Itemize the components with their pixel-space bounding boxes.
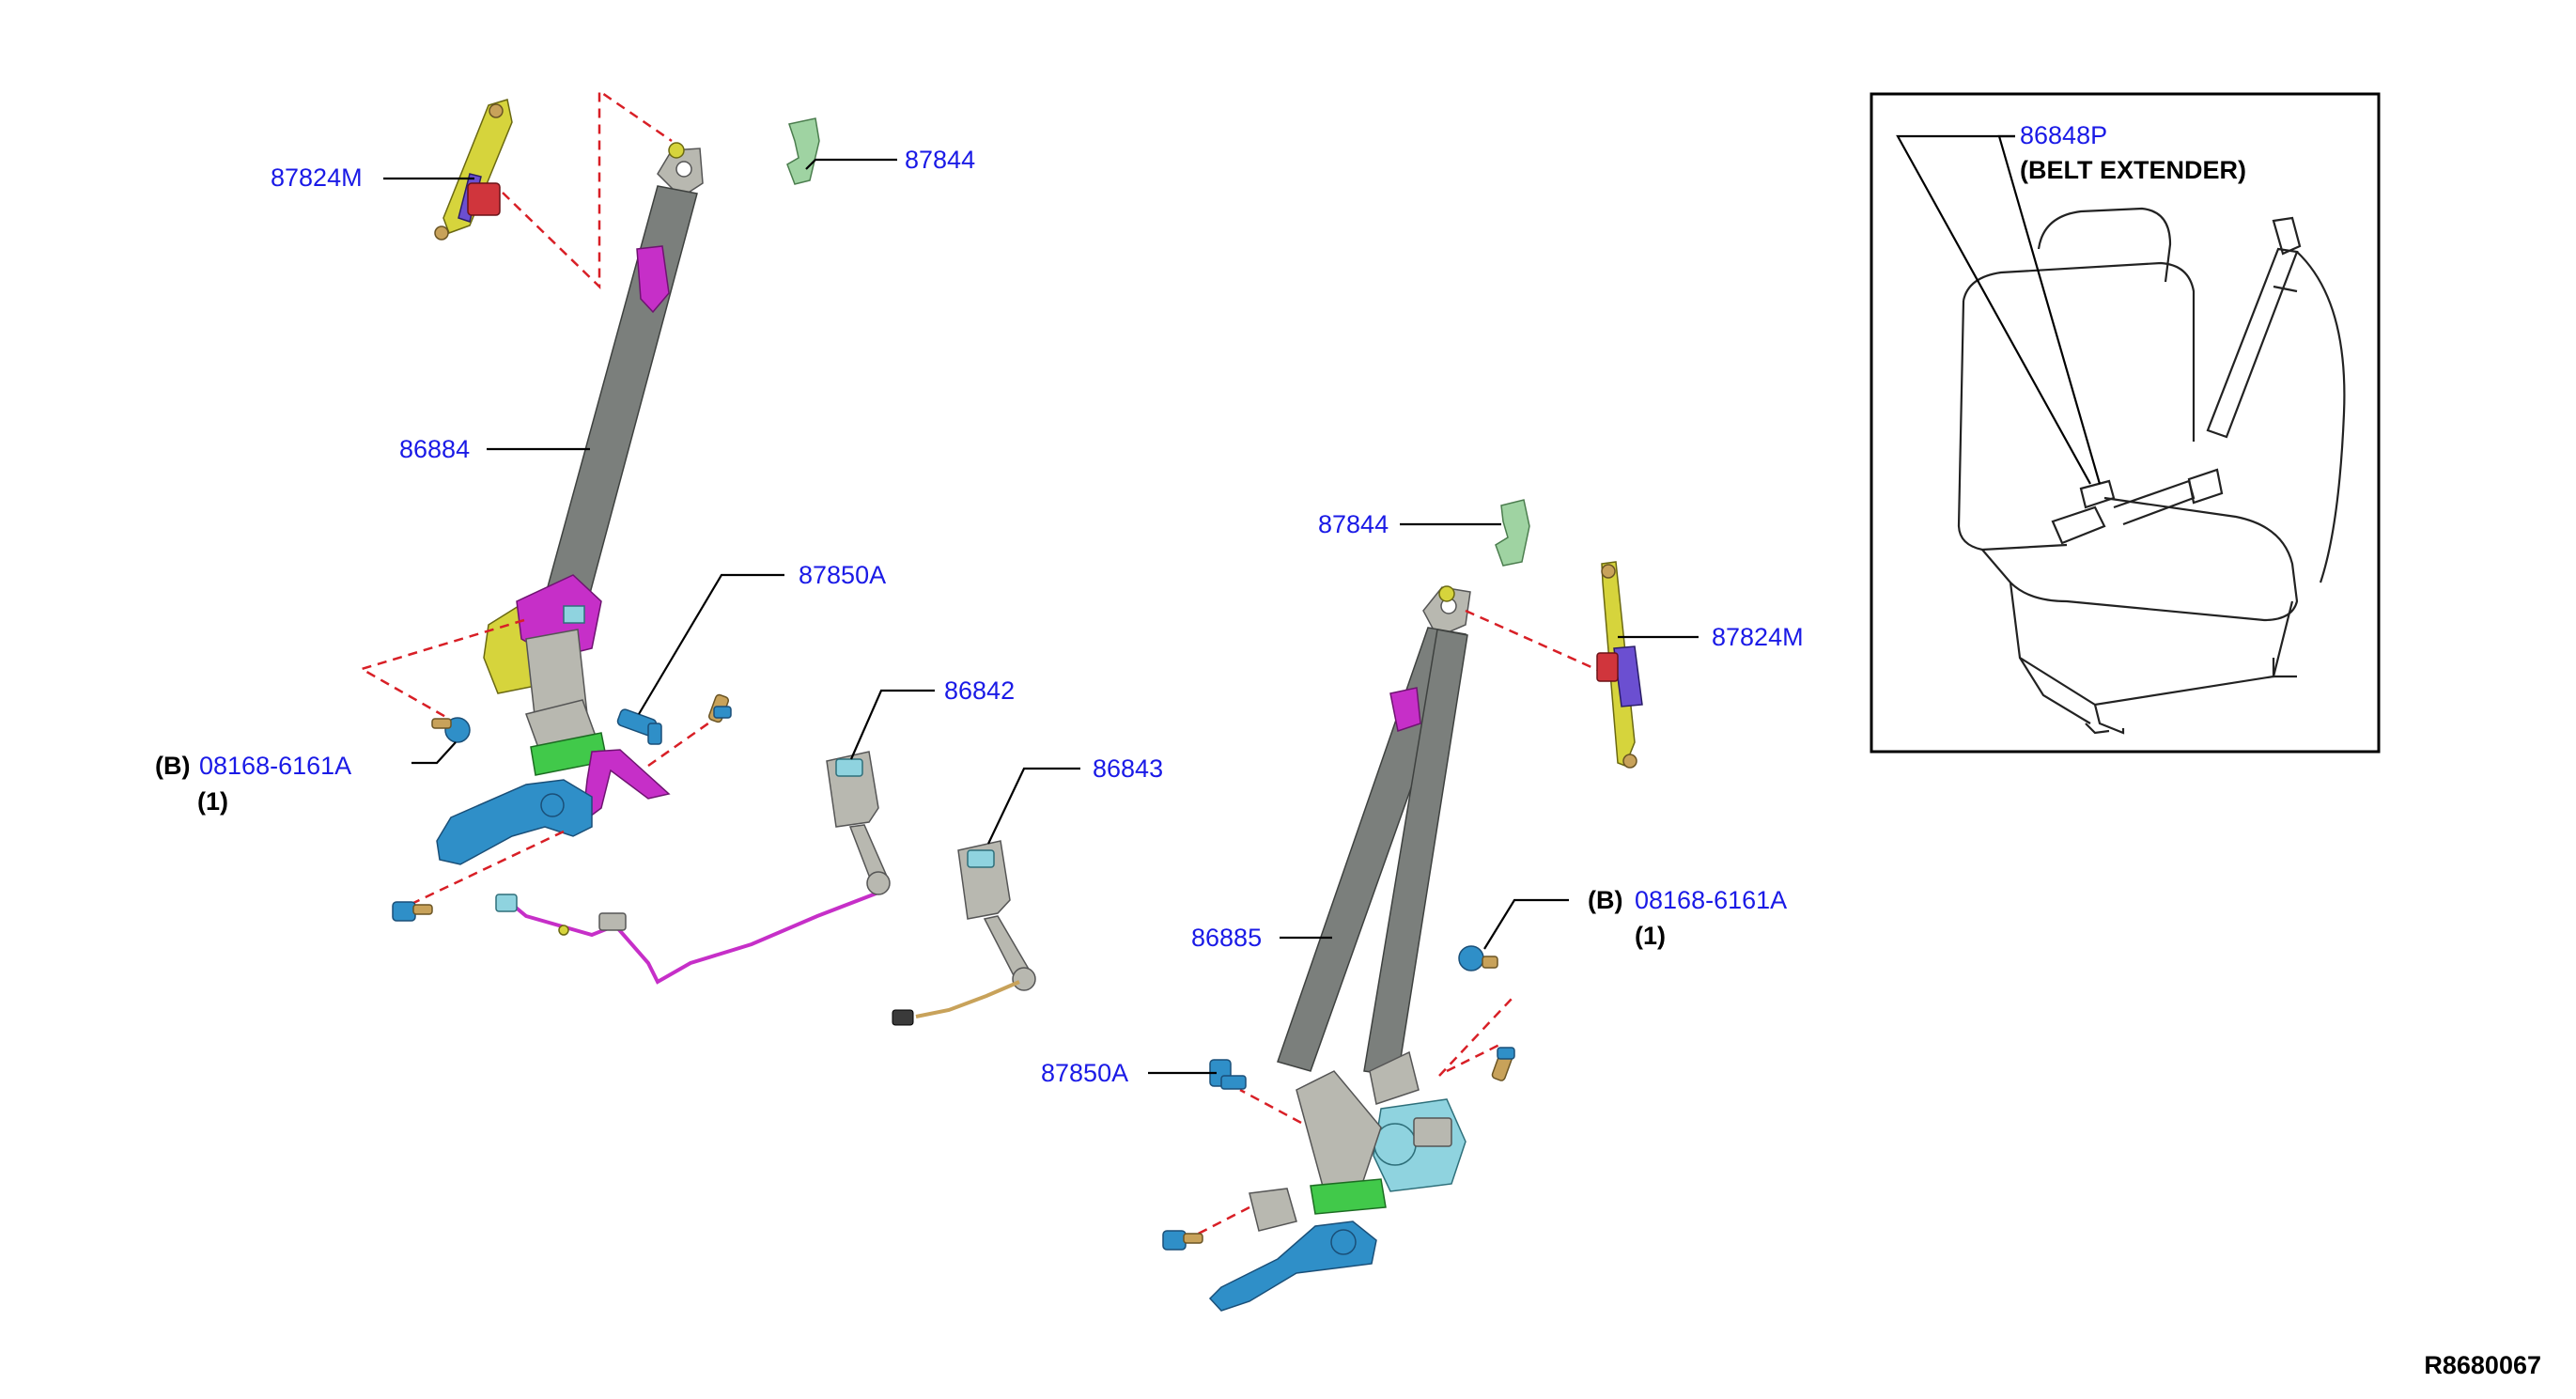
callout-b-right: (B) (1588, 886, 1622, 914)
callout-86884: 86884 (399, 435, 470, 463)
bolt-floor-left (392, 901, 433, 922)
callout-b-left: (B) (155, 752, 190, 780)
retractor-right (1369, 1050, 1466, 1192)
bolt-anchor-left (708, 693, 732, 723)
callout-87844-right: 87844 (1318, 510, 1389, 538)
inset-frame (1870, 92, 2381, 754)
callout-86842: 86842 (944, 676, 1015, 705)
callout-87844-left: 87844 (905, 146, 975, 174)
belt-extender-inset: 86848P (BELT EXTENDER) (1870, 92, 2381, 754)
bolt-anchor-right (1491, 1047, 1515, 1081)
belt-webbing-86884 (535, 185, 698, 640)
right-seat-belt-assembly (1162, 499, 1643, 1312)
callout-87824m-right: 87824M (1712, 623, 1804, 651)
seat-drawing (1957, 207, 2346, 735)
callout-08168-left: 08168-6161A (199, 752, 351, 780)
height-adjuster-right (1596, 561, 1643, 769)
d-ring-cover-right (1495, 499, 1530, 567)
leader-86848p (1997, 134, 2102, 485)
lower-anchor-left (436, 699, 671, 865)
buckle-86842 (826, 751, 891, 895)
bolt-floor-right (1162, 1230, 1203, 1251)
bolt-87850a-left (616, 708, 662, 745)
diagram-id: R8680067 (2424, 1351, 2541, 1379)
callout-qty-right: (1) (1635, 922, 1666, 950)
callout-qty-left: (1) (197, 787, 228, 816)
callout-08168-right: 08168-6161A (1635, 886, 1787, 914)
leader-lines (383, 158, 1699, 1075)
callout-87850a-right: 87850A (1041, 1059, 1128, 1087)
callout-87824m-left: 87824M (271, 163, 363, 192)
label-86848p: 86848P (2020, 121, 2107, 149)
bolt-08168-right (1458, 945, 1498, 972)
lower-anchor-right (1208, 1070, 1387, 1312)
d-ring-cover-left (786, 117, 820, 185)
label-belt-extender: (BELT EXTENDER) (2020, 156, 2246, 184)
height-adjuster-left (434, 99, 513, 241)
buckle-86843 (892, 840, 1036, 1026)
callout-86885: 86885 (1191, 924, 1262, 952)
bolt-87850a-right (1209, 1059, 1247, 1090)
bolt-08168-left (431, 717, 471, 743)
callout-labels: 87824M 87844 86884 87850A (B) 08168-6161… (155, 146, 1804, 1087)
callout-87850a-left: 87850A (799, 561, 886, 589)
left-seat-belt-assembly (358, 88, 1036, 1026)
callout-86843: 86843 (1093, 754, 1163, 783)
d-ring-left (657, 142, 704, 198)
retractor-left (483, 574, 602, 724)
wire-harness-left (513, 876, 880, 985)
connection-line (502, 88, 673, 289)
d-ring-right (1422, 585, 1471, 638)
